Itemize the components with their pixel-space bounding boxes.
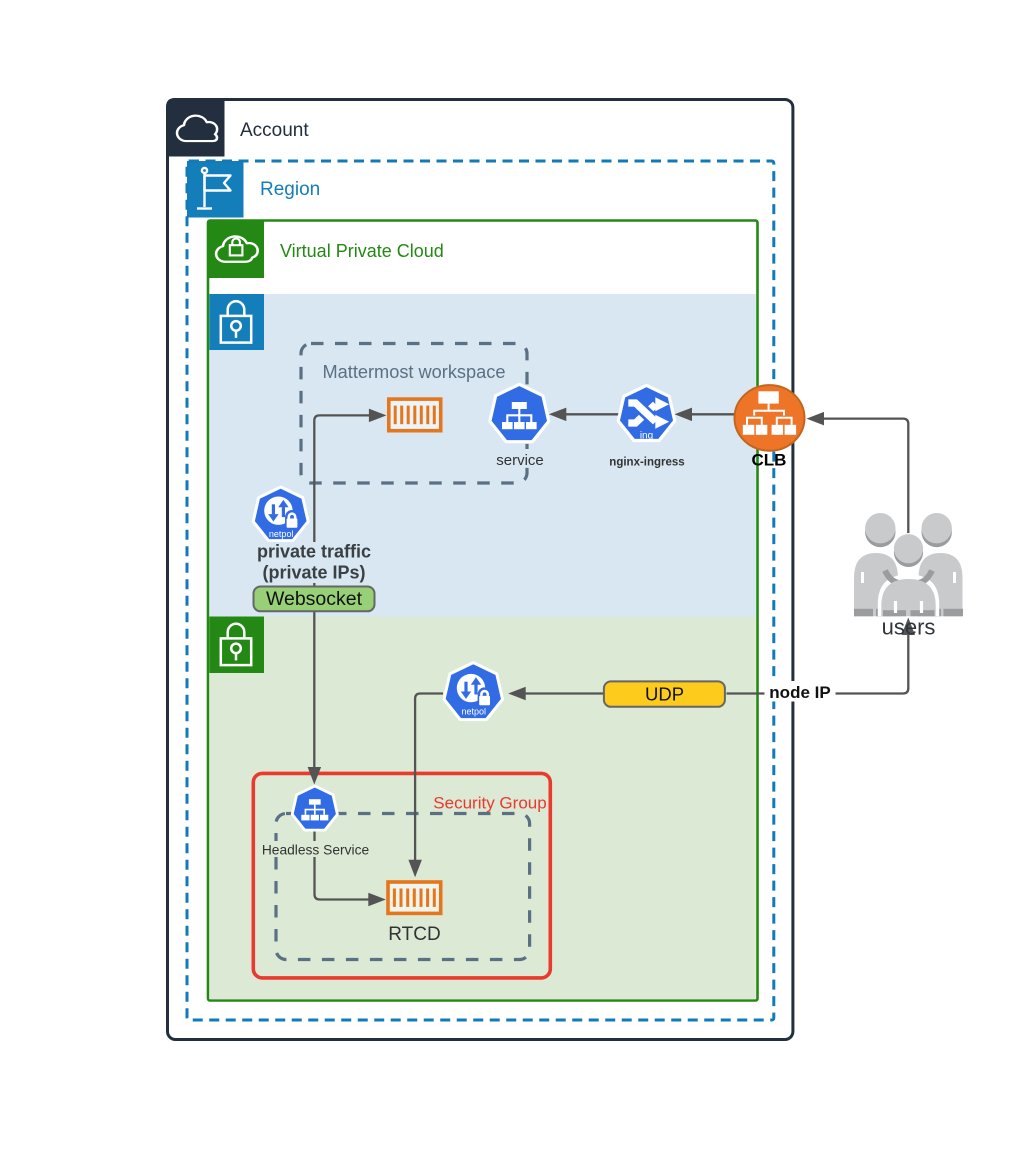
svg-text:UDP: UDP bbox=[645, 684, 684, 705]
svg-text:netpol: netpol bbox=[269, 529, 294, 539]
svg-text:Headless Service: Headless Service bbox=[262, 843, 370, 858]
svg-text:Virtual Private Cloud: Virtual Private Cloud bbox=[280, 241, 444, 261]
svg-text:service: service bbox=[496, 452, 544, 469]
svg-text:Security Group: Security Group bbox=[433, 794, 546, 813]
svg-text:CLB: CLB bbox=[752, 451, 787, 470]
svg-text:users: users bbox=[882, 615, 936, 640]
svg-text:ing: ing bbox=[640, 431, 653, 442]
svg-text:RTCD: RTCD bbox=[388, 924, 440, 945]
svg-text:netpol: netpol bbox=[462, 706, 487, 716]
svg-text:Region: Region bbox=[260, 179, 320, 200]
svg-text:Mattermost workspace: Mattermost workspace bbox=[323, 362, 506, 382]
svg-text:private traffic: private traffic bbox=[257, 542, 371, 562]
svg-text:Account: Account bbox=[240, 120, 309, 141]
svg-text:nginx-ingress: nginx-ingress bbox=[609, 457, 684, 469]
svg-text:Websocket: Websocket bbox=[266, 588, 363, 610]
svg-text:node IP: node IP bbox=[769, 683, 830, 702]
svg-text:(private IPs): (private IPs) bbox=[262, 563, 365, 583]
